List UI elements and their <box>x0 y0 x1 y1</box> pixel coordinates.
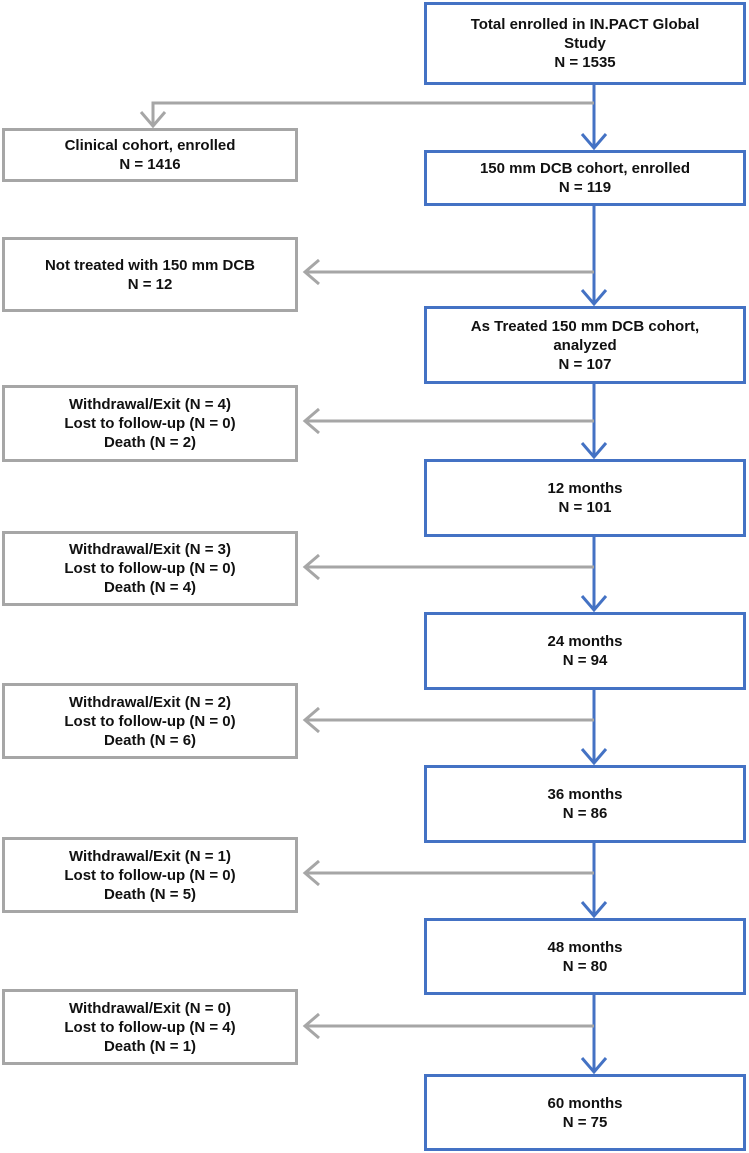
box-line: N = 119 <box>558 179 612 196</box>
box-line: Death (N = 6) <box>103 731 197 749</box>
box-line: 60 months <box>547 1094 623 1112</box>
box-line: Death (N = 4) <box>103 579 197 596</box>
month-24-box: 24 months N = 94 <box>424 612 746 690</box>
box-line: Clinical cohort, enrolled <box>64 137 236 154</box>
month-12-box: 12 months N = 101 <box>424 459 746 537</box>
box-line: N = 80 <box>562 957 608 975</box>
box-line: N = 94 <box>562 652 608 669</box>
dcb-cohort-enrolled-box: 150 mm DCB cohort, enrolled N = 119 <box>424 150 746 206</box>
box-line: Lost to follow-up (N = 0) <box>64 415 236 432</box>
box-line: Withdrawal/Exit (N = 2) <box>69 693 231 711</box>
exclusion-arrows <box>139 101 594 1040</box>
exclusions-48-months-box: Withdrawal/Exit (N = 1) Lost to follow-u… <box>2 837 298 913</box>
box-line: Total enrolled in IN.PACT Global <box>470 16 700 33</box>
exclusions-24-months-box: Withdrawal/Exit (N = 3) Lost to follow-u… <box>2 531 298 606</box>
box-line: Withdrawal/Exit (N = 3) <box>69 541 231 558</box>
box-line: N = 107 <box>558 355 612 373</box>
box-line: 24 months <box>547 633 623 650</box>
box-line: Lost to follow-up (N = 0) <box>64 712 236 730</box>
box-line: N = 101 <box>558 499 612 516</box>
month-36-box: 36 months N = 86 <box>424 765 746 843</box>
exclusions-12-months-box: Withdrawal/Exit (N = 4) Lost to follow-u… <box>2 385 298 462</box>
box-line: Not treated with 150 mm DCB <box>44 256 256 274</box>
total-enrolled-box: Total enrolled in IN.PACT Global Study N… <box>424 2 746 85</box>
box-line: Lost to follow-up (N = 0) <box>64 560 236 577</box>
box-line: N = 75 <box>562 1113 608 1131</box>
month-48-box: 48 months N = 80 <box>424 918 746 995</box>
box-line: analyzed <box>553 336 617 354</box>
box-line: 48 months <box>547 938 623 956</box>
not-treated-box: Not treated with 150 mm DCB N = 12 <box>2 237 298 312</box>
box-line: 36 months <box>547 786 623 803</box>
box-line: Study <box>564 35 606 52</box>
box-line: 12 months <box>547 480 623 497</box>
box-line: N = 12 <box>127 275 173 293</box>
box-line: N = 1416 <box>119 156 181 173</box>
box-line: Death (N = 1) <box>103 1037 197 1055</box>
box-line: 150 mm DCB cohort, enrolled <box>479 160 691 177</box>
box-line: N = 86 <box>562 805 608 822</box>
box-line: Death (N = 2) <box>103 434 197 451</box>
box-line: Lost to follow-up (N = 4) <box>64 1018 236 1036</box>
exclusions-36-months-box: Withdrawal/Exit (N = 2) Lost to follow-u… <box>2 683 298 759</box>
box-line: Withdrawal/Exit (N = 0) <box>69 999 231 1017</box>
exclusions-60-months-box: Withdrawal/Exit (N = 0) Lost to follow-u… <box>2 989 298 1065</box>
box-line: Death (N = 5) <box>103 885 197 903</box>
month-60-box: 60 months N = 75 <box>424 1074 746 1151</box>
box-line: Withdrawal/Exit (N = 4) <box>69 396 231 413</box>
box-line: Withdrawal/Exit (N = 1) <box>69 847 231 865</box>
box-line: Lost to follow-up (N = 0) <box>64 866 236 884</box>
as-treated-cohort-box: As Treated 150 mm DCB cohort, analyzed N… <box>424 306 746 384</box>
box-line: As Treated 150 mm DCB cohort, <box>470 317 700 335</box>
clinical-cohort-box: Clinical cohort, enrolled N = 1416 <box>2 128 298 182</box>
box-line: N = 1535 <box>554 54 616 71</box>
